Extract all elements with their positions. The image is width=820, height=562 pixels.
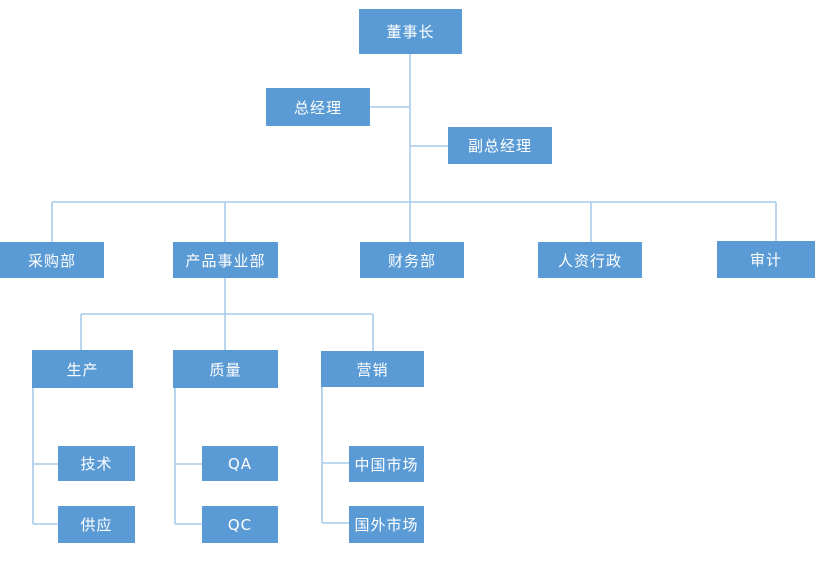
node-product-division[interactable]: 产品事业部 [173,242,278,278]
node-finance[interactable]: 财务部 [360,242,464,278]
node-overseas-market[interactable]: 国外市场 [349,506,424,543]
node-procurement[interactable]: 采购部 [0,242,104,278]
node-marketing[interactable]: 营销 [321,351,424,387]
node-general-manager[interactable]: 总经理 [266,88,370,126]
node-qa[interactable]: QA [202,446,278,481]
node-qc[interactable]: QC [202,506,278,543]
connector-marketing-leg [321,387,349,524]
node-quality[interactable]: 质量 [173,350,278,388]
connector-production-leg [32,388,58,525]
connector-quality-leg [174,388,202,525]
node-technology[interactable]: 技术 [58,446,135,481]
node-china-market[interactable]: 中国市场 [349,446,424,482]
node-chairman[interactable]: 董事长 [359,9,462,54]
node-audit[interactable]: 审计 [717,241,815,278]
node-deputy-general-manager[interactable]: 副总经理 [448,127,552,164]
node-production[interactable]: 生产 [32,350,133,388]
node-supply[interactable]: 供应 [58,506,135,543]
node-hr-admin[interactable]: 人资行政 [538,242,642,278]
